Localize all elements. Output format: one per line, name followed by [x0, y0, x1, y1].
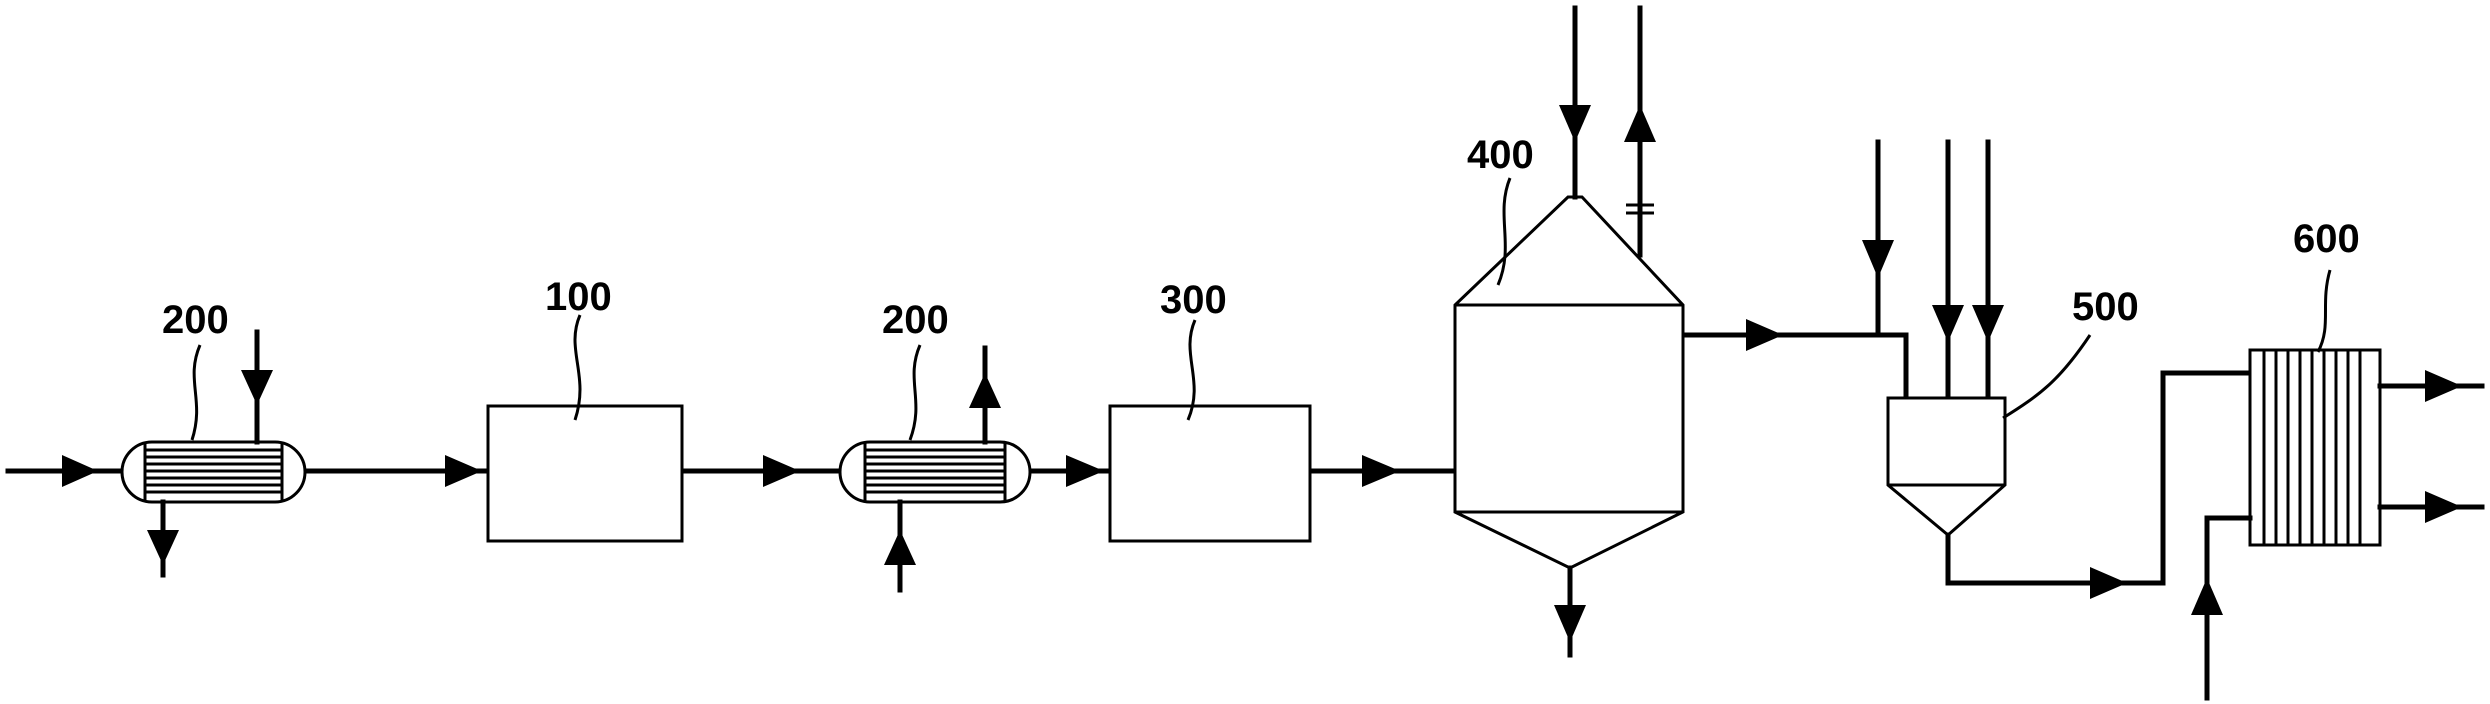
leader-400 [1496, 177, 1512, 286]
label-400: 400 [1467, 133, 1534, 177]
leader-600 [2316, 269, 2332, 353]
leader-100 [573, 314, 582, 421]
separator-500 [1862, 139, 2253, 599]
label-hx1: 200 [162, 298, 229, 342]
label-100: 100 [545, 275, 612, 319]
flow-arrow-to-100 [445, 455, 482, 487]
heat-exchanger-2 [838, 345, 1032, 593]
label-hx2: 200 [882, 298, 949, 342]
flow-arrow-to-400 [1362, 455, 1400, 487]
leader-500 [2002, 334, 2092, 420]
leader-300 [1186, 319, 1197, 421]
label-600: 600 [2293, 217, 2360, 261]
label-300: 300 [1160, 278, 1227, 322]
label-500: 500 [2072, 285, 2139, 329]
heat-exchanger-1 [120, 329, 307, 578]
unit-300 [1108, 404, 1312, 543]
leader-hx2 [908, 344, 922, 441]
unit-100 [486, 404, 684, 543]
leader-hx1 [190, 344, 202, 441]
heat-exchanger-600 [2191, 348, 2485, 701]
flow-arrow-from-400 [1746, 319, 1783, 351]
flow-arrow-to-300 [1066, 455, 1104, 487]
flow-arrow-to-hx2 [763, 455, 800, 487]
reactor-400 [1453, 5, 1685, 658]
flow-arrow-inlet [62, 455, 98, 487]
